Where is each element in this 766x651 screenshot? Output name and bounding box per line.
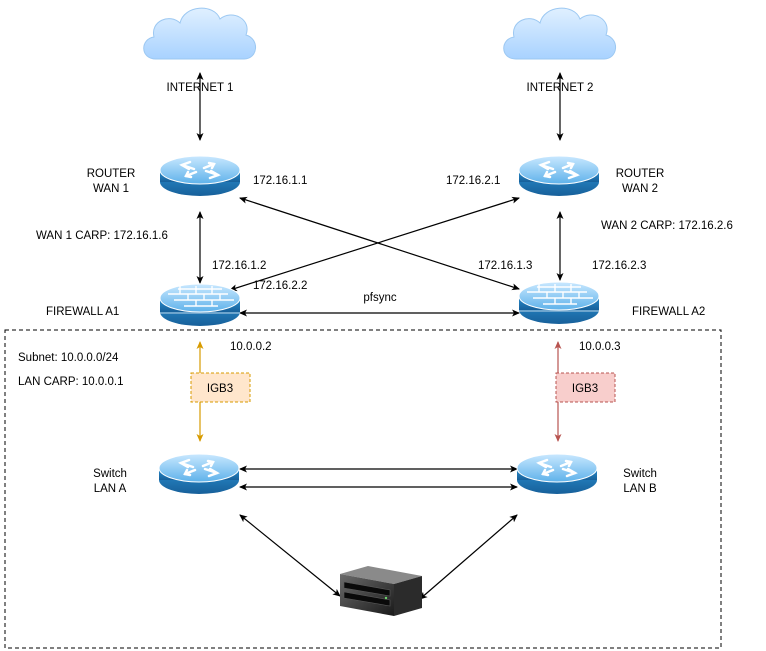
label-fw-a1-lan-ip: 10.0.0.2 <box>230 341 272 353</box>
label-firewall-a1: FIREWALL A1 <box>46 306 119 318</box>
server-icon <box>340 566 422 616</box>
interface-box-left <box>190 372 251 403</box>
label-internet2: INTERNET 2 <box>527 82 594 94</box>
firewall-a2-icon <box>518 281 600 325</box>
label-switch-b-line2: LAN B <box>623 483 657 495</box>
label-switch-a-line1: Switch <box>93 468 127 480</box>
label-subnet: Subnet: 10.0.0.0/24 <box>18 352 119 364</box>
link-switch-b-server <box>419 514 518 600</box>
label-router-wan1-line2: WAN 1 <box>93 183 129 195</box>
label-fw-a1-wan1-ip: 172.16.1.2 <box>212 260 266 272</box>
label-interface-right: IGB3 <box>572 383 598 395</box>
cloud-internet2-icon <box>503 7 617 60</box>
label-internet1: INTERNET 1 <box>167 82 234 94</box>
label-router-wan1-line1: ROUTER <box>87 168 136 180</box>
label-fw-a2-wan1-ip: 172.16.1.3 <box>478 260 532 272</box>
router-wan2-icon <box>517 154 601 198</box>
label-fw-a2-lan-ip: 10.0.0.3 <box>579 341 621 353</box>
switch-lan-a-icon <box>157 452 241 496</box>
firewall-a1-icon <box>159 283 241 327</box>
label-fw-a1-wan2-ip: 172.16.2.2 <box>253 280 307 292</box>
link-switch-a-server <box>239 514 341 597</box>
label-wan2-carp: WAN 2 CARP: 172.16.2.6 <box>601 220 733 232</box>
lan-boundary <box>4 329 722 649</box>
switch-lan-b-icon <box>515 452 599 496</box>
label-router-wan1-ip: 172.16.1.1 <box>253 175 307 187</box>
label-interface-left: IGB3 <box>207 383 233 395</box>
label-switch-a-line2: LAN A <box>94 483 127 495</box>
label-pfsync: pfsync <box>363 292 396 304</box>
label-router-wan2-line2: WAN 2 <box>622 183 658 195</box>
label-router-wan2-ip: 172.16.2.1 <box>446 175 500 187</box>
label-lan-carp: LAN CARP: 10.0.0.1 <box>18 376 123 388</box>
interface-box-right <box>555 372 616 403</box>
label-switch-b-line1: Switch <box>623 468 657 480</box>
link-router2-firewall-a1 <box>229 196 520 292</box>
label-fw-a2-wan2-ip: 172.16.2.3 <box>592 260 646 272</box>
cloud-internet1-icon <box>143 7 257 60</box>
label-router-wan2-line1: ROUTER <box>616 168 665 180</box>
label-wan1-carp: WAN 1 CARP: 172.16.1.6 <box>36 230 168 242</box>
router-wan1-icon <box>158 154 242 198</box>
label-firewall-a2: FIREWALL A2 <box>632 306 705 318</box>
